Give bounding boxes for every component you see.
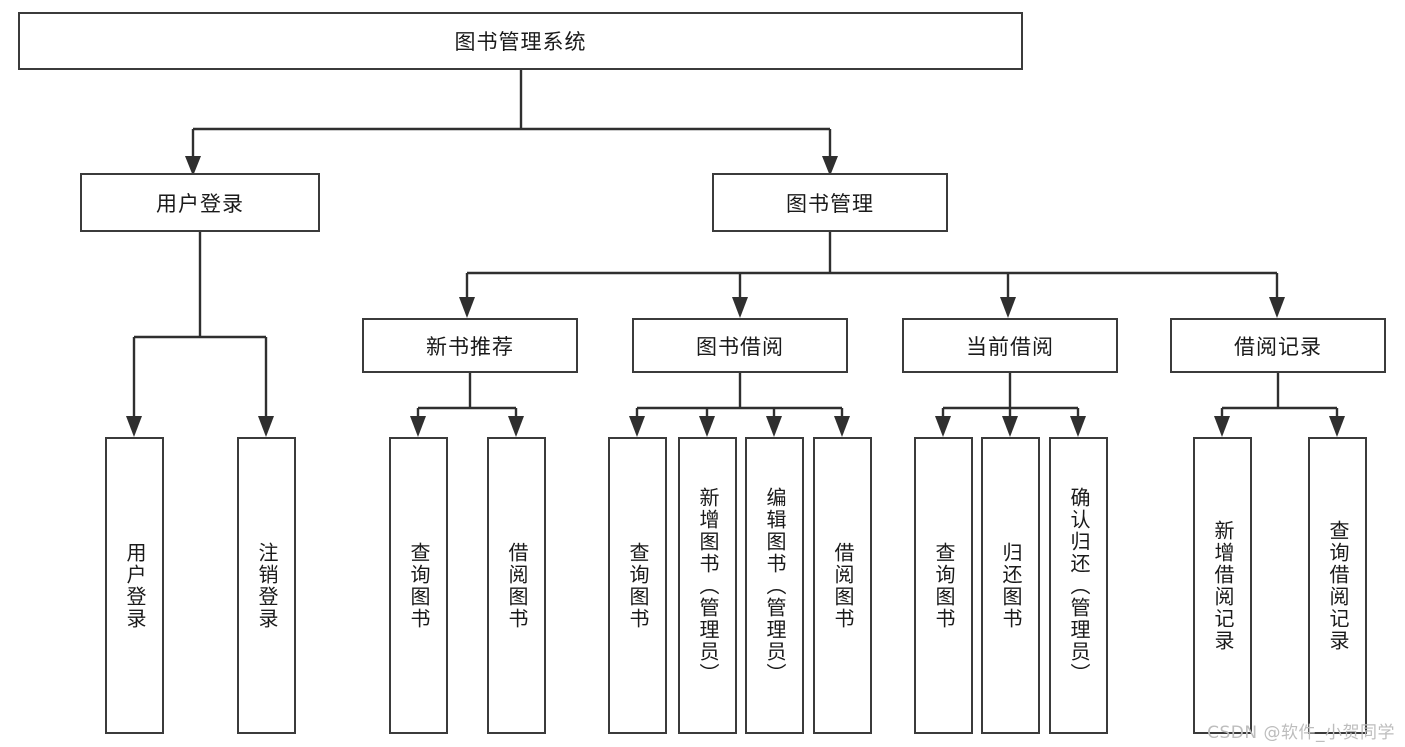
node-leaf-add-borrow-record[interactable]: 新增借阅记录: [1193, 437, 1252, 734]
node-label: 借阅记录: [1234, 334, 1322, 359]
node-leaf-logout-login[interactable]: 注销登录: [237, 437, 296, 734]
node-book-manage[interactable]: 图书管理: [712, 173, 948, 232]
node-root-book-management-system[interactable]: 图书管理系统: [18, 12, 1023, 70]
node-label: 借阅图书: [505, 541, 529, 630]
node-label: 新书推荐: [426, 334, 514, 359]
node-label: 用户登录: [123, 541, 147, 630]
node-leaf-return-book[interactable]: 归还图书: [981, 437, 1040, 734]
node-label: 查询图书: [932, 541, 956, 630]
node-label: 用户登录: [156, 191, 244, 216]
node-label: 归还图书: [999, 541, 1023, 630]
node-label: 确认归还（管理员）: [1067, 486, 1091, 685]
node-label: 编辑图书（管理员）: [763, 486, 787, 685]
node-new-book-recommend[interactable]: 新书推荐: [362, 318, 578, 373]
node-leaf-edit-book-admin[interactable]: 编辑图书（管理员）: [745, 437, 804, 734]
node-leaf-query-book-borrow[interactable]: 查询图书: [608, 437, 667, 734]
node-user-login[interactable]: 用户登录: [80, 173, 320, 232]
node-label: 图书借阅: [696, 334, 784, 359]
csdn-watermark: CSDN @软件_小贺同学: [1207, 723, 1395, 743]
node-label: 图书管理: [786, 191, 874, 216]
node-leaf-user-login[interactable]: 用户登录: [105, 437, 164, 734]
node-leaf-confirm-return-admin[interactable]: 确认归还（管理员）: [1049, 437, 1108, 734]
node-label: 当前借阅: [966, 334, 1054, 359]
node-label: 借阅图书: [831, 541, 855, 630]
node-leaf-query-borrow-record[interactable]: 查询借阅记录: [1308, 437, 1367, 734]
node-label: 新增图书（管理员）: [696, 486, 720, 685]
node-book-borrow[interactable]: 图书借阅: [632, 318, 848, 373]
node-label: 新增借阅记录: [1211, 519, 1235, 652]
node-current-borrow[interactable]: 当前借阅: [902, 318, 1118, 373]
node-leaf-query-book-current[interactable]: 查询图书: [914, 437, 973, 734]
node-leaf-add-book-admin[interactable]: 新增图书（管理员）: [678, 437, 737, 734]
node-borrow-record[interactable]: 借阅记录: [1170, 318, 1386, 373]
node-label: 查询图书: [626, 541, 650, 630]
node-leaf-borrow-book-borrow[interactable]: 借阅图书: [813, 437, 872, 734]
node-label: 图书管理系统: [454, 30, 587, 54]
node-label: 查询借阅记录: [1326, 519, 1350, 652]
node-leaf-query-book-recommend[interactable]: 查询图书: [389, 437, 448, 734]
node-leaf-borrow-book-recommend[interactable]: 借阅图书: [487, 437, 546, 734]
node-label: 查询图书: [407, 541, 431, 630]
node-label: 注销登录: [255, 541, 279, 630]
